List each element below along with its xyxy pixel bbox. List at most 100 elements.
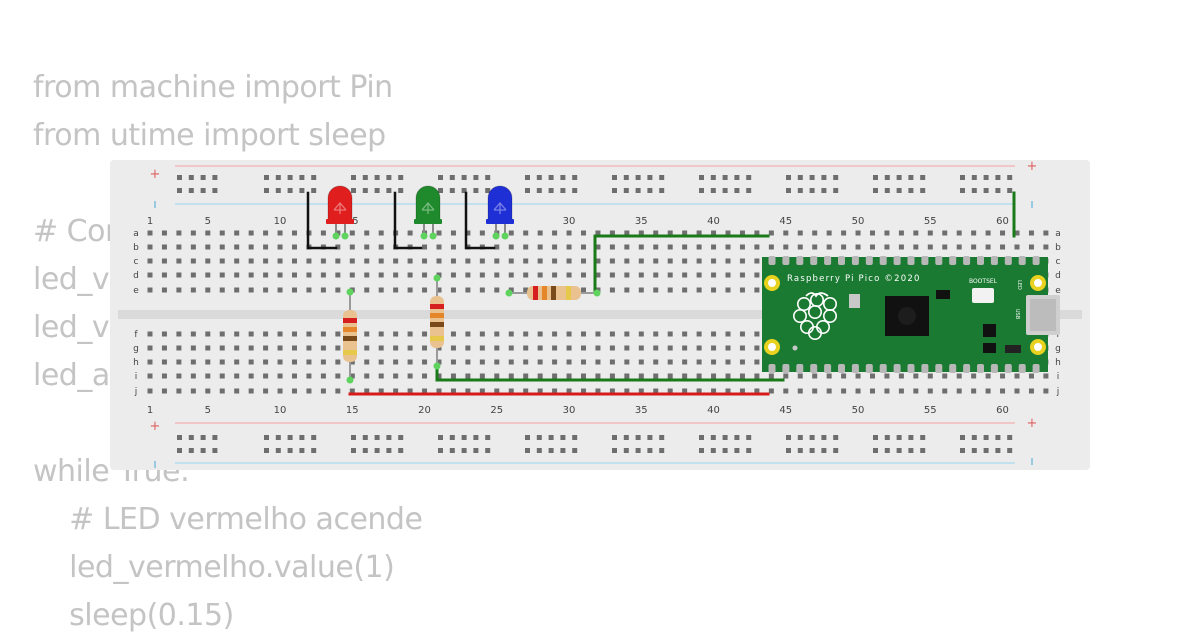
terminal-hole	[725, 244, 731, 250]
terminal-hole	[147, 373, 153, 379]
led-body	[327, 185, 353, 223]
terminal-hole	[841, 244, 847, 250]
rail-hole	[833, 435, 839, 440]
terminal-hole	[638, 373, 644, 379]
pico-pin-bottom	[1032, 364, 1040, 373]
rail-hole	[188, 448, 194, 453]
terminal-hole	[754, 359, 760, 365]
terminal-hole	[537, 258, 543, 264]
terminal-hole	[292, 388, 297, 394]
terminal-hole	[768, 388, 774, 394]
pico-pin-bottom	[1018, 364, 1026, 373]
terminal-hole	[364, 373, 370, 379]
terminal-hole	[407, 272, 413, 278]
pico-pin-bottom	[963, 364, 971, 373]
rail-hole	[833, 188, 839, 193]
terminal-hole	[725, 388, 731, 394]
terminal-hole	[422, 345, 428, 351]
rail-hole	[351, 435, 356, 440]
terminal-hole	[292, 331, 297, 337]
pico-component	[936, 290, 950, 299]
terminal-hole	[407, 373, 413, 379]
rail-hole	[398, 448, 404, 453]
rail-hole	[287, 188, 293, 193]
pico-pin-bottom	[796, 364, 804, 373]
rail-hole	[212, 175, 218, 180]
terminal-hole	[552, 345, 558, 351]
terminal-hole	[653, 258, 659, 264]
terminal-hole	[725, 272, 731, 278]
led-green	[414, 185, 442, 240]
rail-hole	[572, 175, 578, 180]
column-number: 55	[924, 405, 937, 416]
terminal-hole	[653, 359, 659, 365]
rail-hole	[734, 175, 740, 180]
terminal-hole	[638, 272, 644, 278]
terminal-hole	[465, 388, 471, 394]
rail-hole	[971, 448, 977, 453]
terminal-hole	[320, 359, 326, 365]
terminal-hole	[624, 388, 630, 394]
terminal-hole	[393, 345, 399, 351]
row-letter: e	[133, 286, 139, 296]
terminal-hole	[508, 287, 514, 293]
row-letter: i	[135, 372, 138, 382]
terminal-hole	[349, 244, 355, 250]
terminal-hole	[190, 244, 196, 250]
rail-hole	[212, 448, 218, 453]
terminal-hole	[739, 373, 745, 379]
terminal-hole	[797, 244, 803, 250]
terminal-hole	[696, 272, 702, 278]
rail-hole	[635, 448, 641, 453]
rail-hole	[188, 435, 194, 440]
row-letter: j	[1056, 387, 1060, 397]
terminal-hole	[1028, 373, 1034, 379]
terminal-hole	[248, 359, 254, 365]
pico-pin-bottom	[977, 364, 984, 373]
terminal-hole	[176, 345, 182, 351]
terminal-hole	[552, 388, 558, 394]
terminal-hole	[739, 230, 745, 236]
terminal-hole	[725, 287, 731, 293]
rail-hole	[659, 188, 665, 193]
terminal-hole	[320, 373, 326, 379]
terminal-hole	[450, 359, 456, 365]
rail-hole	[809, 448, 815, 453]
terminal-hole	[537, 272, 543, 278]
terminal-hole	[479, 287, 485, 293]
terminal-hole	[147, 287, 153, 293]
terminal-hole	[1014, 373, 1020, 379]
pico-pin-top	[1004, 256, 1012, 265]
terminal-hole	[711, 272, 717, 278]
resistor-band	[343, 336, 357, 341]
terminal-hole	[638, 230, 644, 236]
rail-hole	[908, 448, 914, 453]
rail-hole	[200, 435, 206, 440]
pico-usb-label: USB	[1014, 309, 1020, 320]
resistor-band	[343, 350, 357, 355]
column-number: 5	[205, 405, 211, 416]
row-letter: e	[1055, 286, 1061, 296]
terminal-hole	[826, 388, 832, 394]
terminal-hole	[1043, 244, 1049, 250]
terminal-hole	[508, 388, 514, 394]
terminal-hole	[985, 388, 991, 394]
terminal-hole	[292, 345, 297, 351]
rail-hole	[485, 448, 491, 453]
terminal-hole	[335, 230, 341, 236]
pico-pin-top	[990, 256, 998, 265]
terminal-hole	[378, 345, 384, 351]
terminal-hole	[682, 331, 688, 337]
terminal-hole	[393, 272, 399, 278]
rail-hole	[438, 175, 443, 180]
rail-hole	[920, 175, 926, 180]
terminal-hole	[508, 373, 514, 379]
terminal-hole	[320, 287, 326, 293]
terminal-hole	[205, 258, 211, 264]
terminal-hole	[595, 272, 601, 278]
rail-hole	[525, 188, 530, 193]
row-letter: g	[1055, 344, 1061, 354]
terminal-hole	[436, 388, 442, 394]
terminal-hole	[378, 230, 384, 236]
